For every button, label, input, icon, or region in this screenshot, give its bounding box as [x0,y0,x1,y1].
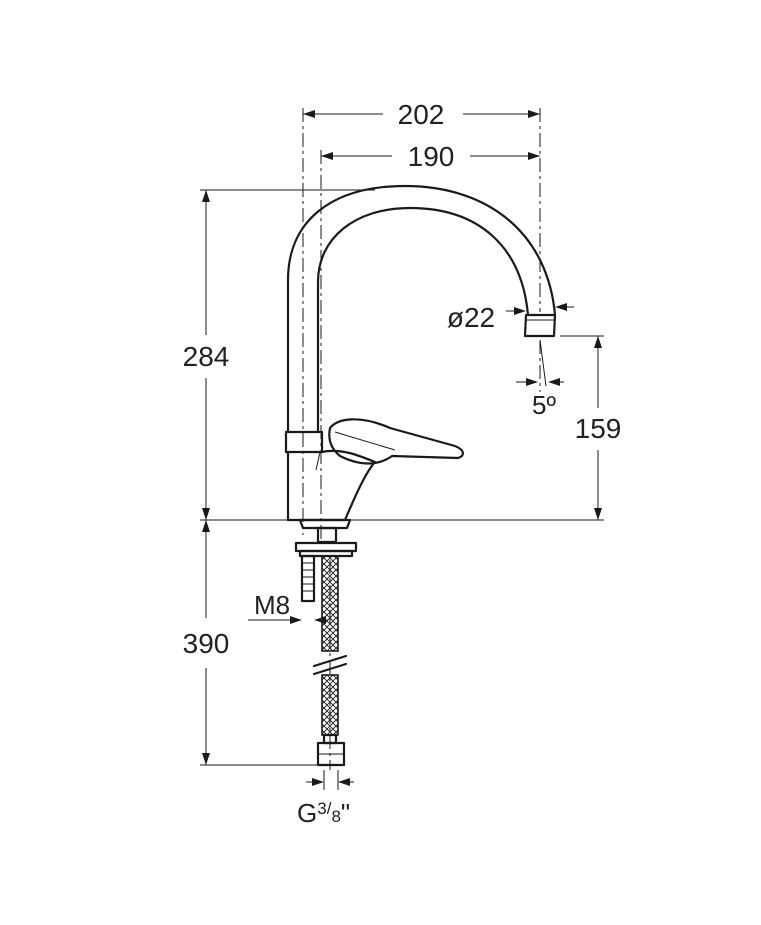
dimension-390: 390 [183,520,230,765]
faucet-body [284,184,557,530]
dim-202-label: 202 [398,99,445,130]
dimension-190: 190 [321,141,540,172]
dim-diameter-label: ø22 [447,302,495,333]
dimension-159: 159 [575,336,622,520]
hose-lower [321,674,339,736]
body-base [298,518,352,530]
dimension-angle: 5º [516,339,564,420]
mounting-plate [294,541,358,553]
hose-upper [321,555,339,652]
mounting-hardware [294,526,358,767]
dim-159-label: 159 [575,413,622,444]
dimension-202: 202 [303,99,540,130]
dimension-m8: M8 [248,590,328,624]
dimension-hose-thread: G3/8" [297,770,354,828]
body-collar [284,430,324,454]
dim-190-label: 190 [408,141,455,172]
dim-hose-thread-label: G3/8" [297,798,350,828]
dim-m8-label: M8 [254,590,290,620]
threaded-rod [300,554,316,603]
spout-aerator [523,313,557,338]
body-main [286,449,377,522]
dim-angle-label: 5º [532,390,556,420]
lever-handle [328,418,464,465]
spout-inner [316,206,530,434]
dim-390-label: 390 [183,628,230,659]
break-mark [312,654,348,668]
spout-outer [286,184,557,434]
dimension-284: 284 [183,190,230,520]
reference-lines [200,189,604,766]
dimension-diameter: ø22 [447,302,574,333]
dim-284-label: 284 [183,341,230,372]
